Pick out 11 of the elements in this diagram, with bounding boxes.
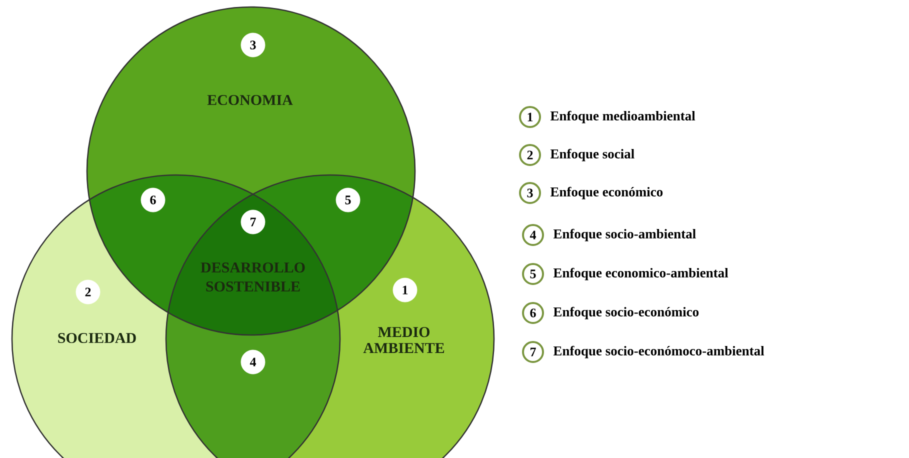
legend-text: Enfoque socio-económico xyxy=(553,306,699,320)
legend-text: Enfoque socio-económoco-ambiental xyxy=(553,346,764,358)
legend-text: Enfoque economico-ambiental xyxy=(553,268,728,280)
circle-label: SOCIEDAD xyxy=(58,332,136,344)
legend-text: Enfoque medioambiental xyxy=(550,110,696,124)
circle-label: ECONOMIA xyxy=(207,94,293,106)
region-label: DESARROLLO SOSTENIBLE xyxy=(200,262,305,292)
legend-text: Enfoque económico xyxy=(550,186,663,200)
legend-text: Enfoque social xyxy=(550,148,634,162)
legend-text: Enfoque socio-ambiental xyxy=(553,228,696,242)
circle-label: MEDIO AMBIENTE xyxy=(363,327,444,353)
